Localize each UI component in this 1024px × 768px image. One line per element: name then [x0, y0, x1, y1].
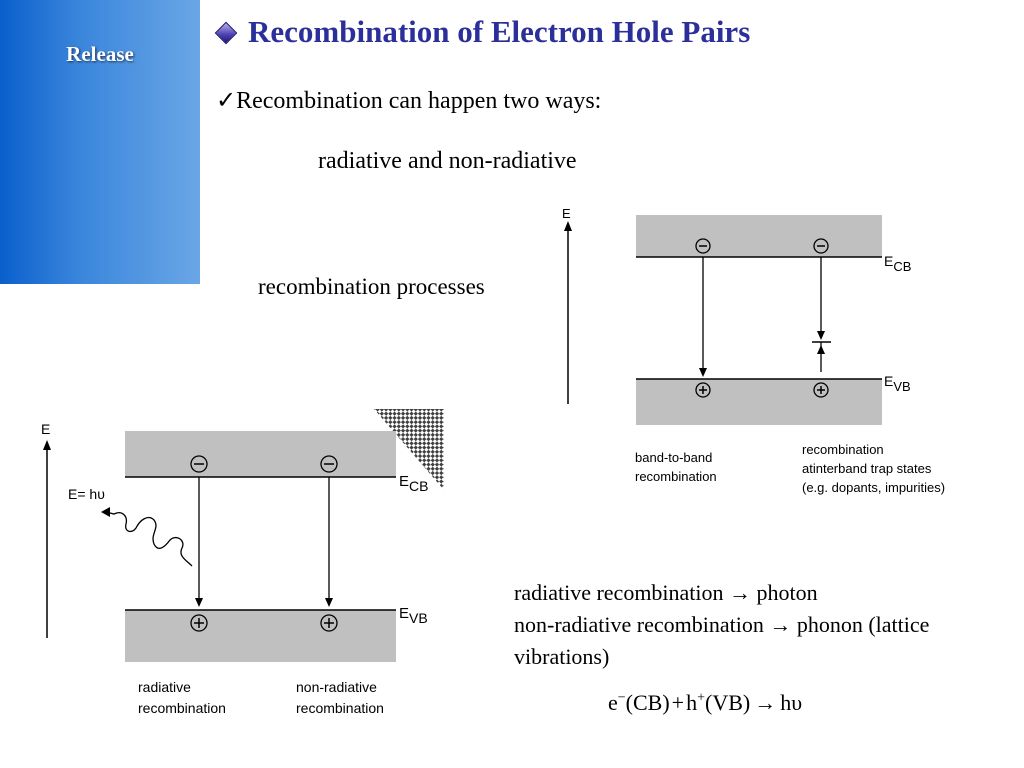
- arrowhead: [699, 368, 707, 377]
- hole-icon: [320, 614, 338, 632]
- axis-arrowhead-right: [564, 221, 572, 231]
- electron-icon: [320, 455, 338, 473]
- conduction-band-left: [125, 431, 396, 477]
- sidebar-panel: [0, 0, 200, 284]
- caption-trap-1: recombination: [802, 442, 884, 457]
- caption-band-to-band-1: band-to-band: [635, 450, 712, 465]
- arrowhead: [325, 598, 333, 607]
- summary-line-1: radiative recombination → photon: [514, 580, 818, 605]
- ecb-label-right: ECB: [884, 253, 911, 274]
- summary-line-2: non-radiative recombination → phonon (la…: [514, 612, 930, 637]
- caption-trap-2: atinterband trap states: [802, 461, 932, 476]
- hole-icon: [695, 382, 711, 398]
- checkmark-icon: ✓: [216, 88, 237, 114]
- recombination-equation: e−(CB)+h+(VB)→hυ: [608, 690, 803, 715]
- electron-icon: [813, 238, 829, 254]
- valence-band-right: [636, 379, 882, 425]
- ways-text: radiative and non-radiative: [318, 148, 577, 174]
- caption-radiative-1: radiative: [138, 679, 191, 695]
- evb-label-right: EVB: [884, 373, 911, 394]
- arrowhead: [817, 345, 825, 354]
- hole-icon: [190, 614, 208, 632]
- hole-icon: [813, 382, 829, 398]
- arrowhead: [101, 507, 110, 517]
- sidebar-release-label: Release: [66, 42, 134, 66]
- valence-band-left: [125, 610, 396, 662]
- conduction-band-right: [636, 215, 882, 257]
- ecb-label-left: ECB: [399, 473, 428, 494]
- photon-wave: [105, 511, 193, 567]
- photon-energy-label: E= hυ: [68, 486, 105, 502]
- summary-line-3: vibrations): [514, 644, 610, 669]
- bullet-line: ✓Recombination can happen two ways:: [216, 86, 601, 115]
- arrowhead: [195, 598, 203, 607]
- bullet-text: Recombination can happen two ways:: [236, 88, 602, 114]
- caption-radiative-2: recombination: [138, 700, 226, 716]
- caption-non-radiative-2: recombination: [296, 700, 384, 716]
- caption-non-radiative-1: non-radiative: [296, 679, 377, 695]
- axis-arrowhead-left: [43, 440, 51, 450]
- hatched-corner-decoration: [374, 409, 444, 490]
- caption-band-to-band-2: recombination: [635, 469, 717, 484]
- axis-label-left: E: [41, 421, 50, 437]
- caption-trap-3: (e.g. dopants, impurities): [802, 480, 945, 495]
- axis-label-right: E: [562, 206, 571, 221]
- electron-icon: [695, 238, 711, 254]
- slide-title: Recombination of Electron Hole Pairs: [248, 14, 751, 49]
- processes-label: recombination processes: [258, 274, 485, 299]
- evb-label-left: EVB: [399, 605, 428, 626]
- electron-icon: [190, 455, 208, 473]
- arrowhead: [817, 331, 825, 340]
